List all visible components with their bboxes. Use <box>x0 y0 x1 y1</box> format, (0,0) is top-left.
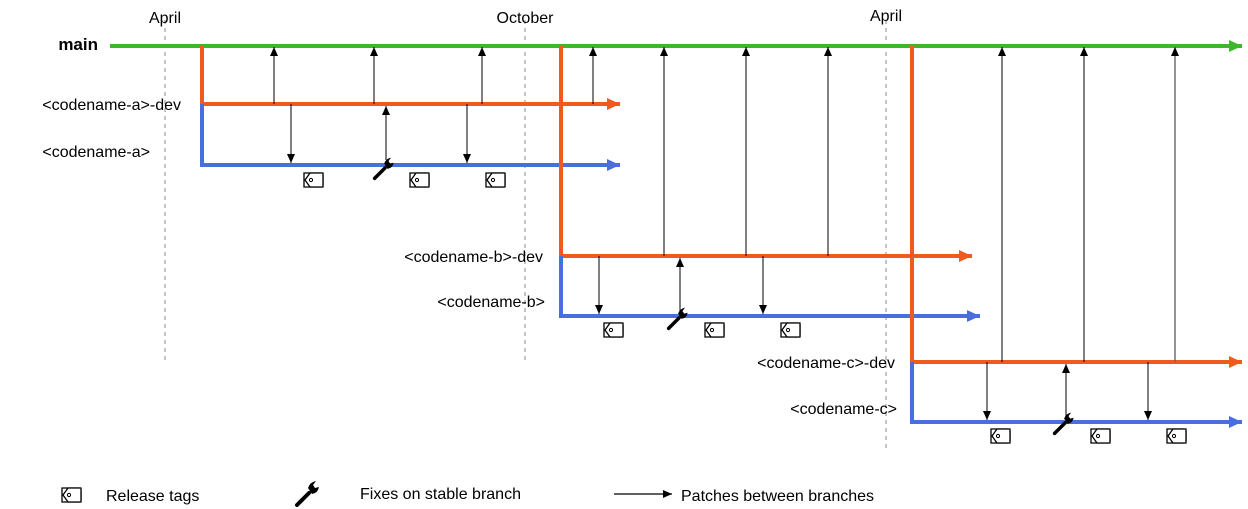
tag-icon <box>990 428 1011 444</box>
cycle-a: <codename-a>-dev <codename-a> <box>42 46 620 188</box>
legend: Release tags Fixes on stable branch Patc… <box>61 479 874 507</box>
legend-release-tags: Release tags <box>106 488 199 505</box>
branch-b-stable-line <box>559 256 980 322</box>
legend-patches: Patches between branches <box>681 488 874 505</box>
marker-label-april-2: April <box>870 8 902 25</box>
marker-label-october: October <box>497 10 555 27</box>
tag-icon <box>603 322 624 338</box>
branch-a-dev-line <box>200 46 620 110</box>
branch-label-b-dev: <codename-b>-dev <box>404 249 543 266</box>
cycle-c: <codename-c>-dev <codename-c> <box>757 46 1242 444</box>
branch-label-c-dev: <codename-c>-dev <box>757 355 895 372</box>
tag-icon <box>409 172 430 188</box>
tag-icon <box>1166 428 1187 444</box>
legend-fixes: Fixes on stable branch <box>360 486 521 503</box>
branch-c-stable-line <box>910 362 1242 428</box>
wrench-icon <box>295 479 321 507</box>
wrench-icon <box>372 155 396 181</box>
time-markers <box>164 20 887 452</box>
tag-icon <box>780 322 801 338</box>
branch-a-stable-line <box>200 104 620 171</box>
tag-icon <box>61 487 82 503</box>
tag-icon <box>704 322 725 338</box>
branch-label-a: <codename-a> <box>42 144 150 161</box>
tag-icon <box>485 172 506 188</box>
marker-label-april-1: April <box>149 10 181 27</box>
branch-label-a-dev: <codename-a>-dev <box>42 97 181 114</box>
tag-icon <box>1090 428 1111 444</box>
cycle-b: <codename-b>-dev <codename-b> <box>404 46 980 338</box>
tag-icon <box>303 172 324 188</box>
branch-label-main: main <box>58 35 98 54</box>
branch-label-b: <codename-b> <box>437 294 545 311</box>
branch-label-c: <codename-c> <box>790 401 897 418</box>
